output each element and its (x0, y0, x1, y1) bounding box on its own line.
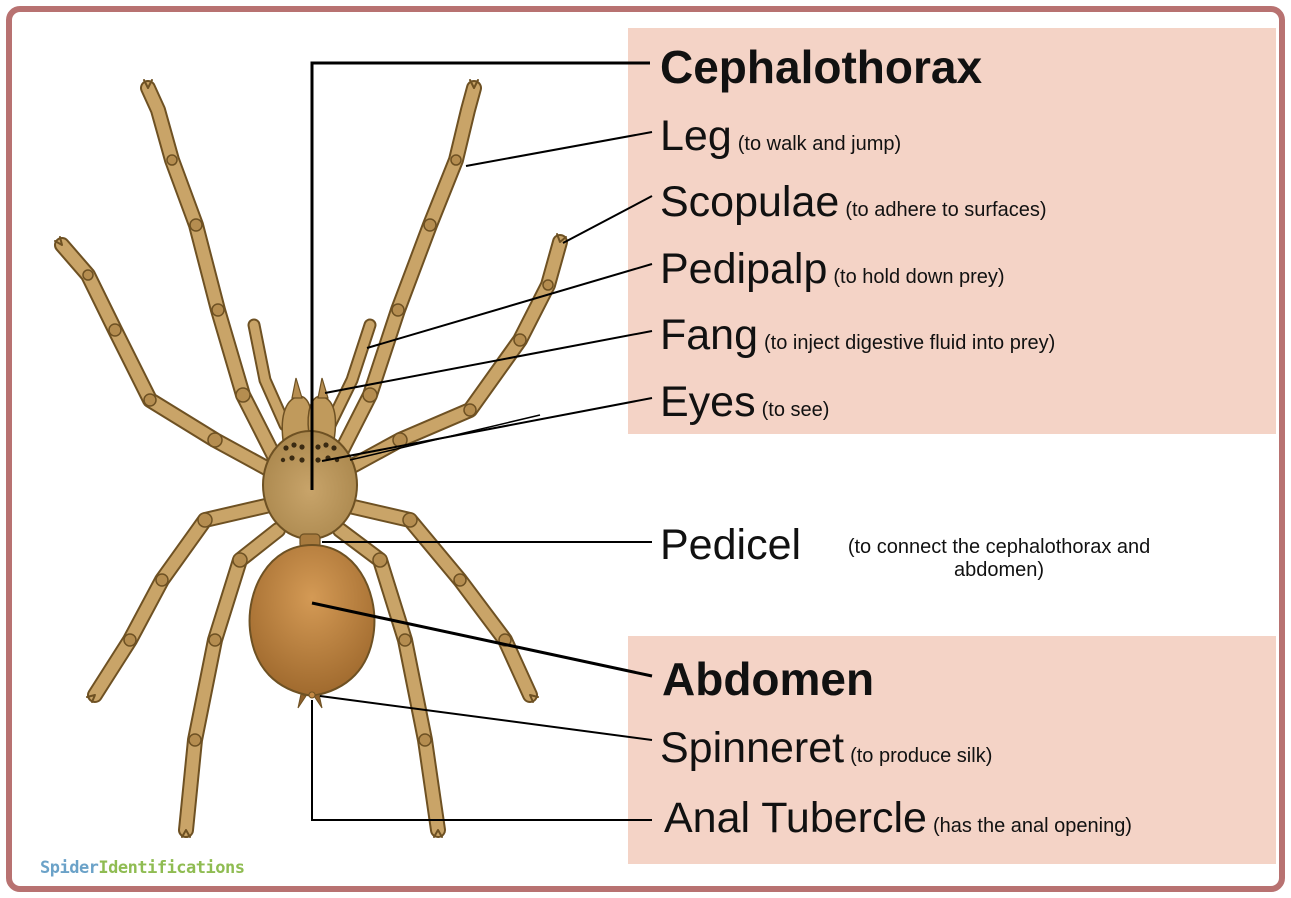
leader-lines (312, 63, 652, 820)
label-eyes-note: (to see) (762, 399, 830, 421)
watermark-part1: Spider (40, 858, 98, 878)
label-eyes-term: Eyes (660, 378, 756, 426)
label-anal-tubercle-term: Anal Tubercle (664, 794, 927, 842)
label-fang: Fang (to inject digestive fluid into prey… (660, 314, 1055, 357)
cephalothorax (263, 431, 357, 539)
abdomen-shape (250, 545, 375, 696)
label-abdomen: Abdomen (662, 656, 874, 702)
label-anal-tubercle-note: (has the anal opening) (933, 815, 1132, 837)
leg-third-left (95, 505, 270, 695)
label-leg-note: (to walk and jump) (738, 133, 901, 155)
label-spinneret-term: Spinneret (660, 724, 844, 772)
watermark-part2: Identifications (98, 858, 244, 878)
label-leg-term: Leg (660, 112, 732, 160)
label-pedipalp-term: Pedipalp (660, 245, 827, 293)
label-cephalothorax: Cephalothorax (660, 44, 982, 90)
label-pedicel-note: (to connect the cephalothorax and abdome… (809, 536, 1189, 582)
label-pedicel: Pedicel(to connect the cephalothorax and… (660, 524, 1189, 582)
leader-spinneret (320, 696, 652, 740)
label-eyes: Eyes (to see) (660, 381, 829, 424)
label-scopulae-note: (to adhere to surfaces) (845, 199, 1046, 221)
label-pedicel-term: Pedicel (660, 521, 801, 569)
leader-leg (466, 132, 652, 166)
label-fang-note: (to inject digestive fluid into prey) (764, 332, 1055, 354)
label-pedipalp: Pedipalp (to hold down prey) (660, 248, 1005, 291)
label-scopulae-term: Scopulae (660, 178, 839, 226)
label-leg: Leg (to walk and jump) (660, 115, 901, 158)
label-pedipalp-note: (to hold down prey) (833, 266, 1004, 288)
label-scopulae: Scopulae (to adhere to surfaces) (660, 181, 1047, 224)
label-fang-term: Fang (660, 311, 758, 359)
label-spinneret: Spinneret (to produce silk) (660, 727, 992, 770)
leader-scopulae (563, 196, 652, 243)
watermark-logo: SpiderIdentifications (40, 858, 244, 878)
label-anal-tubercle: Anal Tubercle (has the anal opening) (664, 797, 1132, 840)
label-spinneret-note: (to produce silk) (850, 745, 992, 767)
